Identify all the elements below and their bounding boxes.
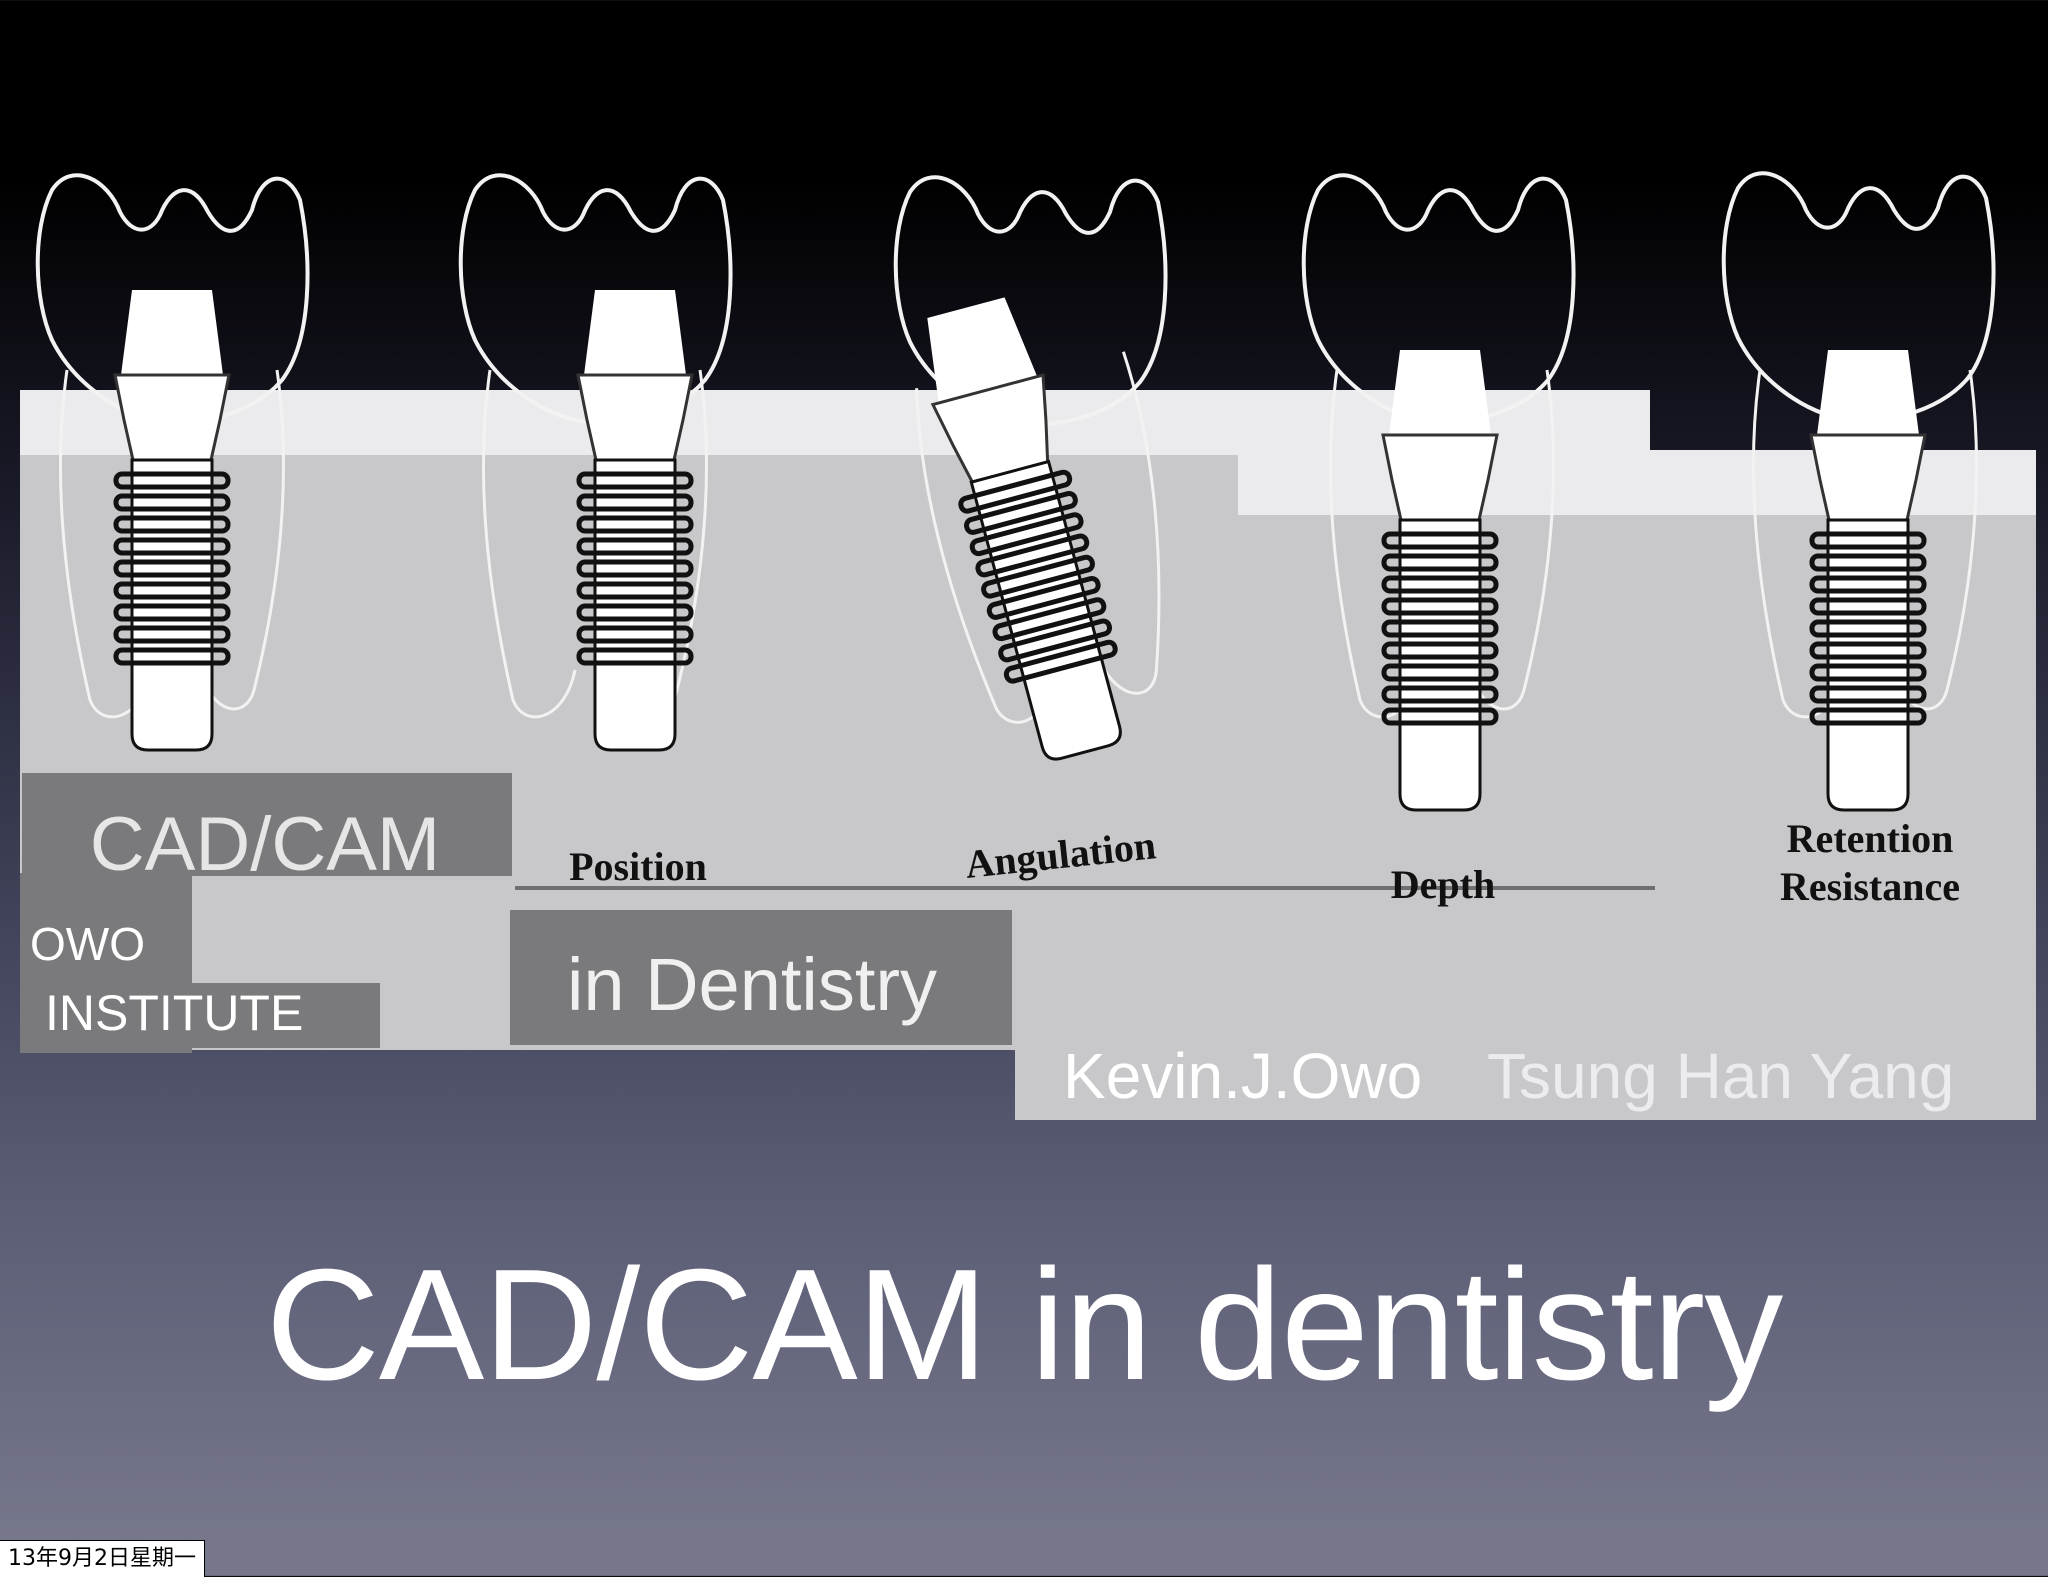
logo-institute-line2: INSTITUTE (45, 985, 303, 1041)
label-position: Position (569, 844, 707, 889)
implant-retention (1811, 350, 1925, 810)
implant-position-2 (578, 290, 692, 750)
author-primary: Kevin.J.Owo (1063, 1040, 1422, 1112)
label-resistance: Resistance (1780, 864, 1960, 909)
slide-title: CAD/CAM in dentistry (265, 1237, 1784, 1413)
logo-dentistry-box (510, 910, 1012, 1045)
logo-cadcam-text: CAD/CAM (90, 802, 440, 887)
date-stamp: 13年9月2日星期一 (0, 1540, 205, 1577)
author-secondary: Tsung Han Yang (1487, 1040, 1954, 1112)
logo-dentistry-text: in Dentistry (567, 943, 937, 1026)
label-retention: Retention (1787, 816, 1954, 861)
implant-position-1 (115, 290, 229, 750)
author-panel (1015, 805, 2036, 1120)
implant-depth (1383, 350, 1497, 810)
logo-cadcam-box (22, 773, 512, 876)
logo-institute-line1: OWO (30, 918, 145, 970)
label-depth: Depth (1391, 862, 1495, 907)
